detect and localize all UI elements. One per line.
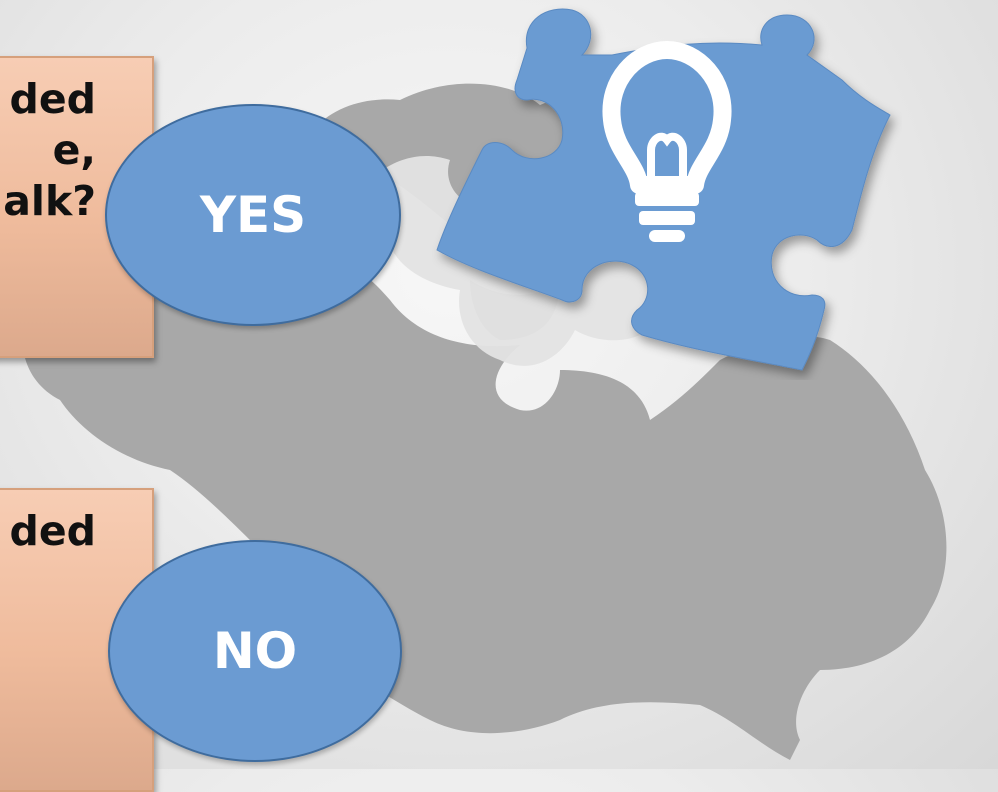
question-text-bottom: ded (9, 507, 96, 555)
puzzle-piece-icon (436, 8, 891, 371)
slide: ded e, alk? ded YES NO (0, 8, 947, 792)
lightbulb-icon (602, 41, 732, 242)
question-text-top: ded e, alk? (3, 75, 96, 225)
no-label: NO (212, 622, 298, 680)
yes-bubble[interactable]: YES (105, 104, 401, 326)
no-bubble[interactable]: NO (108, 540, 402, 762)
yes-label: YES (199, 186, 307, 244)
